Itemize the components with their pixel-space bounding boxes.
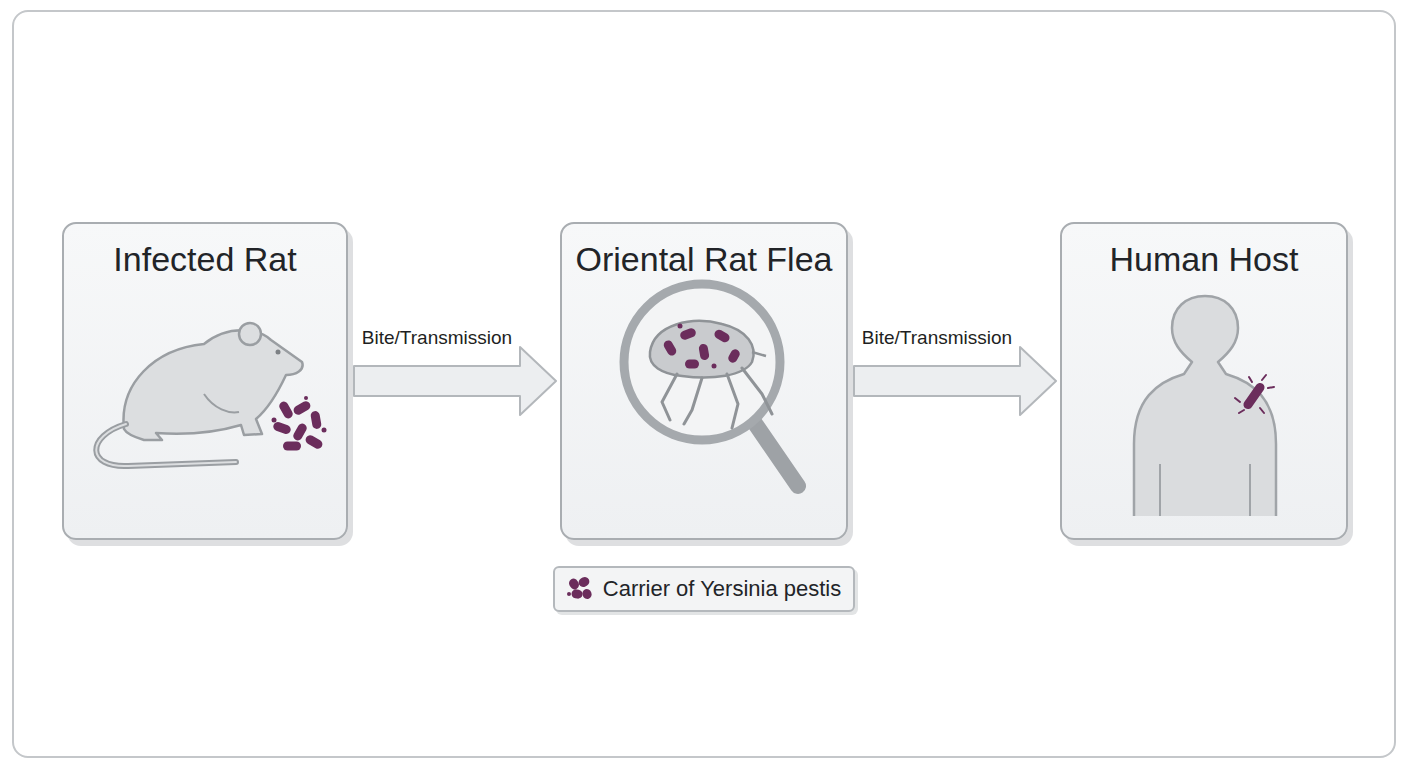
stage-box: Infected Rat — [62, 222, 348, 540]
edge-label: Bite/Transmission — [360, 327, 514, 349]
block-arrow — [854, 347, 1056, 415]
box-title: Infected Rat — [64, 240, 346, 279]
box-title: Human Host — [1062, 240, 1346, 279]
legend-sample — [565, 574, 595, 604]
block-arrow — [354, 347, 556, 415]
legend-text: Carrier of Yersinia pestis — [603, 576, 841, 602]
edge-label: Bite/Transmission — [860, 327, 1014, 349]
legend-box: Carrier of Yersinia pestis — [553, 566, 855, 612]
stage-box: Oriental Rat Flea — [560, 222, 848, 540]
stage-box: Human Host — [1060, 222, 1348, 540]
box-title: Oriental Rat Flea — [562, 240, 846, 279]
